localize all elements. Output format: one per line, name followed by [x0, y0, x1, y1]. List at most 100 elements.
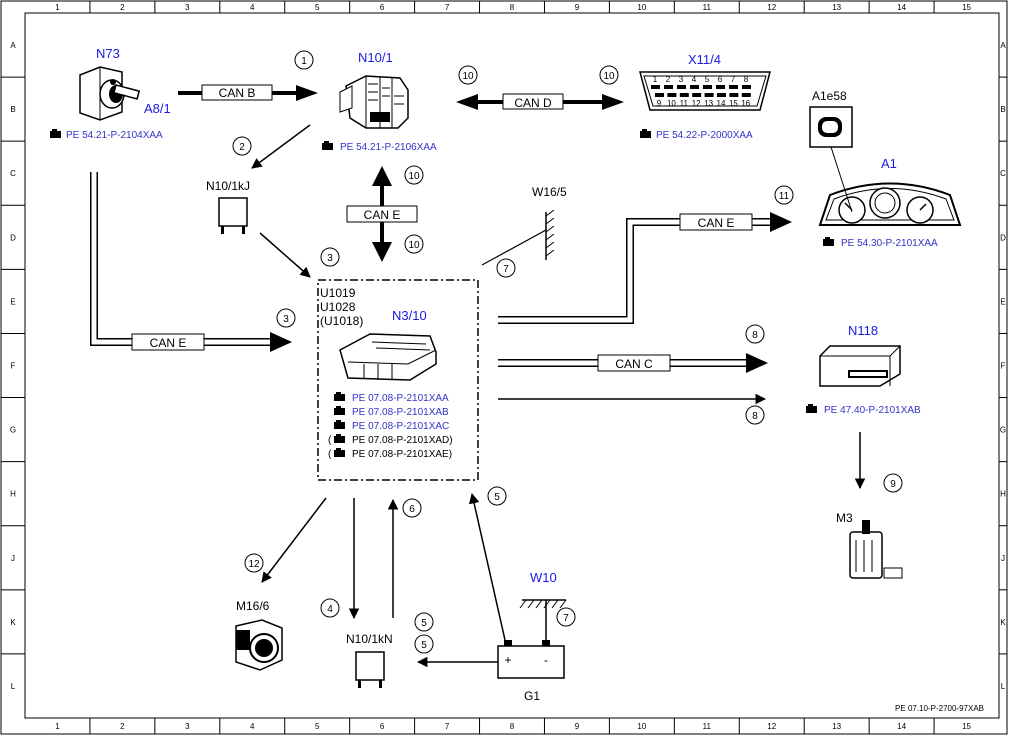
a1-reference[interactable]: PE 54.30-P-2101XAA [841, 238, 938, 249]
svg-text:10: 10 [408, 171, 420, 182]
pin-number: 3 [679, 75, 684, 84]
callout-11: 11 [774, 185, 794, 205]
w16-5-ground-icon [481, 209, 555, 266]
n3-10-code: (U1018) [320, 314, 363, 328]
n3-10-reference[interactable]: PE 07.08-P-2101XAB [352, 407, 449, 418]
n118-module-icon [819, 345, 901, 387]
n10-1kn-relay-icon [355, 651, 385, 688]
grid-column-label: 9 [575, 3, 580, 12]
grid-row-label: G [1000, 426, 1006, 435]
grid-row-label: F [11, 362, 16, 371]
grid-column-label: 8 [510, 3, 515, 12]
grid-row-label: J [1001, 554, 1005, 563]
grid-column-label: 9 [575, 722, 580, 731]
n73-ignition-switch-icon [79, 66, 141, 121]
grid-column-label: 10 [637, 722, 646, 731]
pin-number: 2 [666, 75, 671, 84]
grid-column-label: 5 [315, 3, 320, 12]
reference-icon [334, 420, 345, 429]
can-d-label: CAN D [514, 96, 552, 110]
grid-row-label: F [1001, 362, 1006, 371]
arrow-n10-1-to-n10-1kj [251, 124, 311, 169]
m16-6-throttle-icon [235, 619, 283, 671]
pin-number: 6 [718, 75, 723, 84]
g1-label: G1 [524, 689, 540, 703]
a1e58-label: A1e58 [812, 89, 847, 103]
svg-text:10: 10 [408, 240, 420, 251]
callouts: 1 2 10 10 10 10 3 3 7 11 8 8 9 5 6 12 4 … [232, 50, 903, 654]
pin-number: 4 [692, 75, 697, 84]
grid-column-label: 7 [445, 722, 450, 731]
pin-number: 9 [657, 99, 662, 108]
n3-10-reference[interactable]: PE 07.08-P-2101XAC [352, 421, 449, 432]
drawing-reference: PE 07.10-P-2700-97XAB [895, 704, 984, 713]
pin [729, 93, 739, 97]
svg-text:6: 6 [409, 504, 415, 515]
x11-4-reference[interactable]: PE 54.22-P-2000XAA [656, 130, 753, 141]
pin [729, 85, 738, 89]
svg-text:7: 7 [503, 264, 509, 275]
callout-5b: 5 [414, 612, 434, 632]
grid-row-label: G [10, 426, 16, 435]
n3-10-reference[interactable]: PE 07.08-P-2101XAD) [352, 435, 453, 446]
w10-label: W10 [530, 570, 557, 585]
pin [742, 85, 751, 89]
n73-reference[interactable]: PE 54.21-P-2104XAA [66, 130, 163, 141]
svg-text:1: 1 [301, 56, 307, 67]
n3-10-reference[interactable]: PE 07.08-P-2101XAE) [352, 449, 452, 460]
m3-label: M3 [836, 511, 853, 525]
callout-7b: 7 [556, 607, 576, 627]
w16-5-label: W16/5 [532, 185, 567, 199]
m3-fuel-pump-icon [849, 520, 903, 579]
can-e-right-bus [498, 212, 792, 324]
grid-column-label: 8 [510, 722, 515, 731]
n118-label: N118 [848, 323, 878, 338]
pin-number: 8 [744, 75, 749, 84]
svg-text:9: 9 [890, 479, 896, 490]
can-d-bus [456, 93, 624, 110]
n10-1kj-label: N10/1kJ [206, 179, 250, 193]
n118-reference[interactable]: PE 47.40-P-2101XAB [824, 405, 921, 416]
svg-text:7: 7 [563, 613, 569, 624]
grid-column-label: 12 [767, 722, 776, 731]
grid-row-label: D [10, 233, 16, 242]
n10-1kj-relay-icon [218, 197, 248, 234]
callout-5a: 5 [487, 486, 507, 506]
inner-frame [24, 12, 1000, 719]
grid-row-label: L [1001, 682, 1006, 691]
svg-text:5: 5 [494, 492, 500, 503]
svg-text:8: 8 [752, 411, 758, 422]
grid-row-label: B [10, 105, 15, 114]
grid-column-label: 14 [897, 722, 906, 731]
grid-column-label: 11 [703, 722, 712, 731]
reference-icon [322, 141, 333, 150]
can-e-left-bus [90, 172, 292, 352]
callout-4: 4 [320, 598, 340, 618]
svg-text:3: 3 [283, 314, 289, 325]
callout-3b: 3 [276, 308, 296, 328]
grid-column-label: 14 [897, 3, 906, 12]
pin [692, 93, 702, 97]
can-e-center-label: CAN E [364, 208, 401, 222]
pin [690, 85, 699, 89]
pin [677, 85, 686, 89]
grid-column-label: 10 [637, 3, 646, 12]
grid-row-label: C [1000, 169, 1006, 178]
can-b-label: CAN B [219, 86, 256, 100]
svg-text:3: 3 [327, 253, 333, 264]
n3-10-code: U1019 [320, 286, 356, 300]
paren-open: ( [328, 449, 332, 460]
callout-2: 2 [232, 136, 252, 156]
grid-column-label: 6 [380, 722, 385, 731]
grid-row-label: A [1000, 41, 1006, 50]
grid-row-label: E [10, 297, 15, 306]
pin-number: 12 [692, 99, 701, 108]
svg-text:5: 5 [421, 640, 427, 651]
n10-1-reference[interactable]: PE 54.21-P-2106XAA [340, 142, 437, 153]
callout-1: 1 [294, 50, 314, 70]
grid-column-label: 5 [315, 722, 320, 731]
m16-6-label: M16/6 [236, 599, 270, 613]
n3-10-reference[interactable]: PE 07.08-P-2101XAA [352, 393, 449, 404]
